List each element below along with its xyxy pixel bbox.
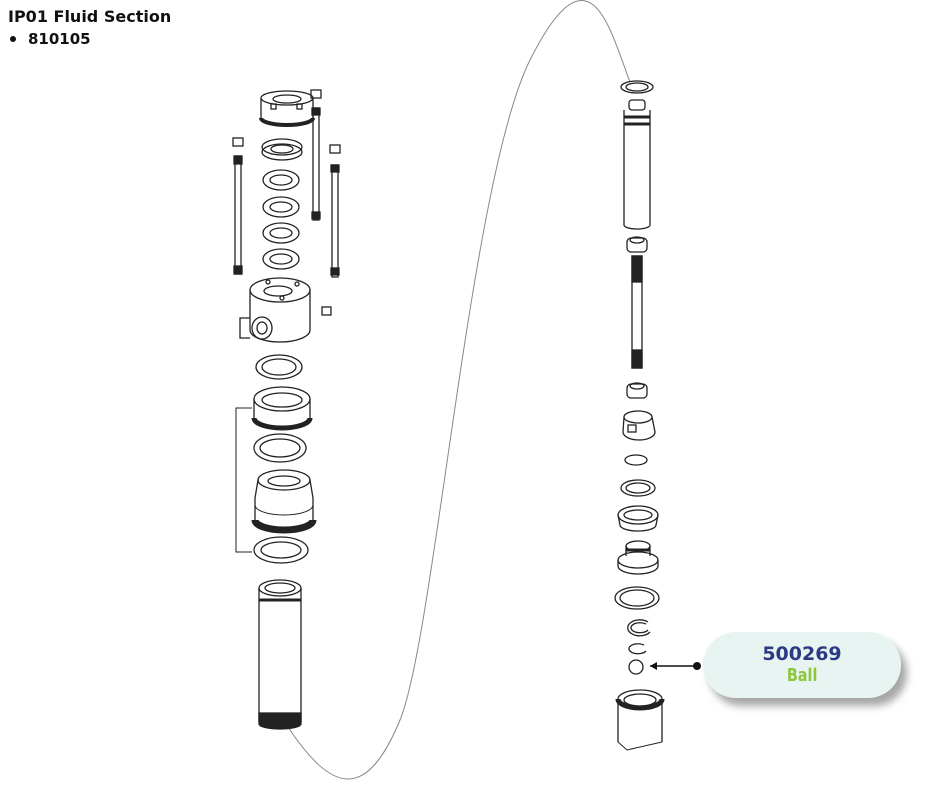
piston-o-ring <box>614 586 660 610</box>
tie-rod-left <box>232 137 244 275</box>
bullet-icon <box>10 36 16 42</box>
callout-part-label: Ball <box>786 665 818 686</box>
retainer-gasket <box>253 433 307 463</box>
threaded-rod <box>631 255 643 369</box>
assembly-part-number: 810105 <box>28 30 91 48</box>
retaining-clip <box>627 619 651 637</box>
retainer-ring <box>251 386 313 431</box>
piston-housing <box>622 410 656 441</box>
small-washer <box>624 454 648 466</box>
displacement-rod <box>623 99 651 230</box>
outlet-housing <box>239 277 311 343</box>
rod-nut-upper <box>626 236 648 253</box>
callout-part-number: 500269 <box>762 643 842 665</box>
piston-valve <box>617 540 659 575</box>
part-number-list-item: 810105 <box>8 30 171 48</box>
packing-ring-5 <box>262 248 300 270</box>
left-assembly <box>232 89 341 730</box>
packing-ring-1 <box>261 138 303 161</box>
group-bracket <box>235 407 252 553</box>
adapter-gasket <box>253 536 309 564</box>
page-header: IP01 Fluid Section 810105 <box>8 6 171 48</box>
packing-ring-2 <box>262 169 300 191</box>
rod-nut-lower <box>626 382 648 399</box>
ball <box>628 659 644 675</box>
foot-valve <box>615 689 665 751</box>
callout-leader <box>650 662 701 670</box>
piston-ring <box>620 479 656 497</box>
bleed-fitting <box>321 306 332 316</box>
packing-ring-4 <box>262 222 300 244</box>
right-assembly <box>614 80 701 751</box>
top-o-ring <box>620 80 654 94</box>
connector-curve <box>287 0 631 780</box>
page-title: IP01 Fluid Section <box>8 7 172 26</box>
ball-stop <box>628 643 647 655</box>
cylinder-adapter <box>251 469 317 534</box>
tie-rod-right <box>329 144 341 278</box>
packing-nut <box>259 90 315 127</box>
piston-seal <box>617 505 659 532</box>
pump-cylinder <box>258 579 302 730</box>
packing-ring-3 <box>262 196 300 218</box>
housing-o-ring <box>255 354 303 380</box>
part-callout-bubble: 500269 Ball <box>703 632 901 698</box>
tie-rod-center <box>310 89 322 221</box>
